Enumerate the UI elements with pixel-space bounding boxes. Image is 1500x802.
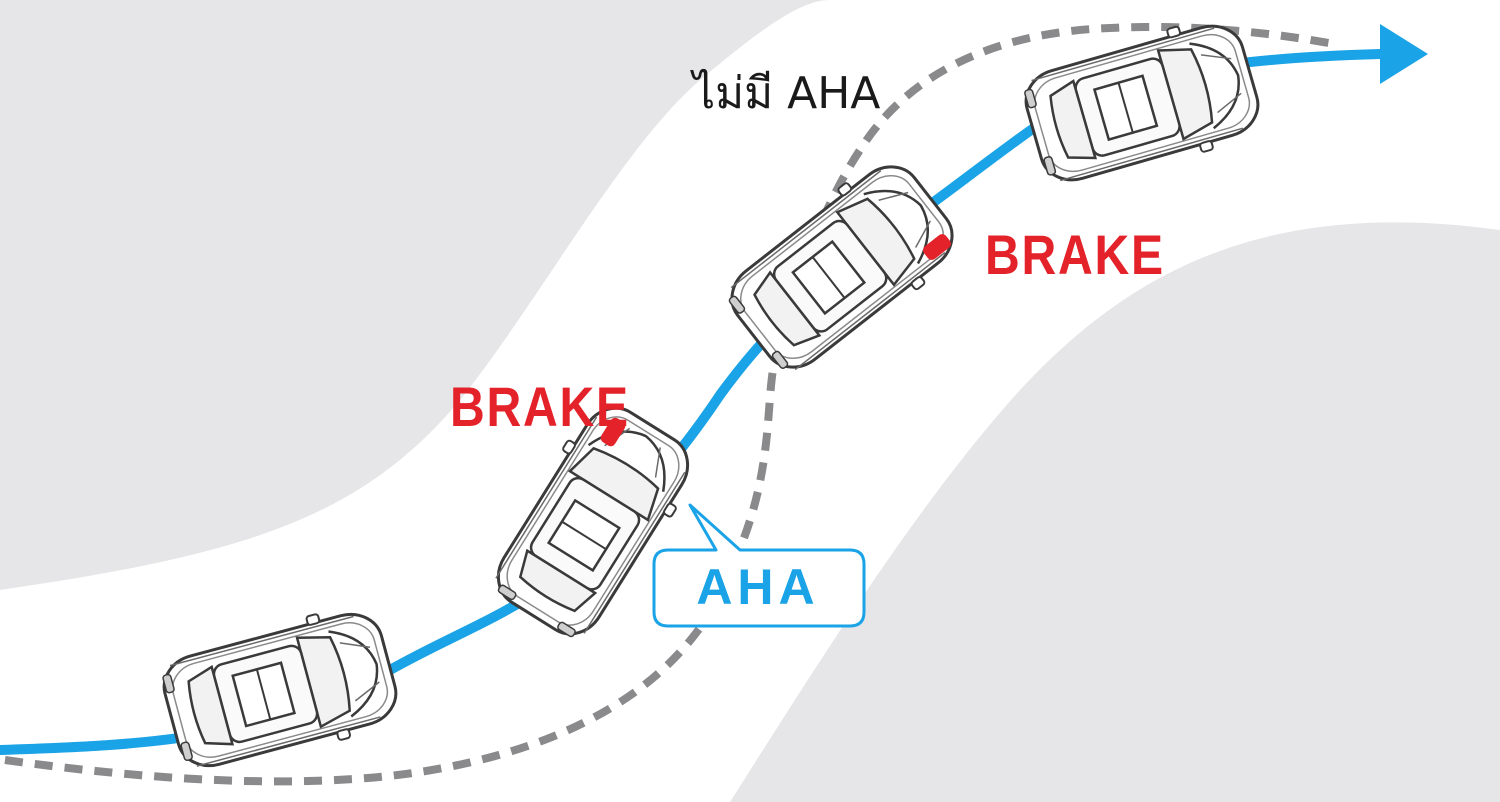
brake-light-upper xyxy=(923,234,951,260)
brake-label-upper: BRAKE xyxy=(985,223,1165,286)
path-without-aha xyxy=(4,22,1341,786)
arrow-right-icon xyxy=(1380,24,1428,84)
without-aha-label: ไม่มี AHA xyxy=(693,68,881,119)
brake-label-lower: BRAKE xyxy=(450,375,630,438)
brake-light-lower xyxy=(600,417,626,447)
aha-callout-bubble xyxy=(652,503,866,628)
aha-callout-label: AHA xyxy=(696,559,820,615)
